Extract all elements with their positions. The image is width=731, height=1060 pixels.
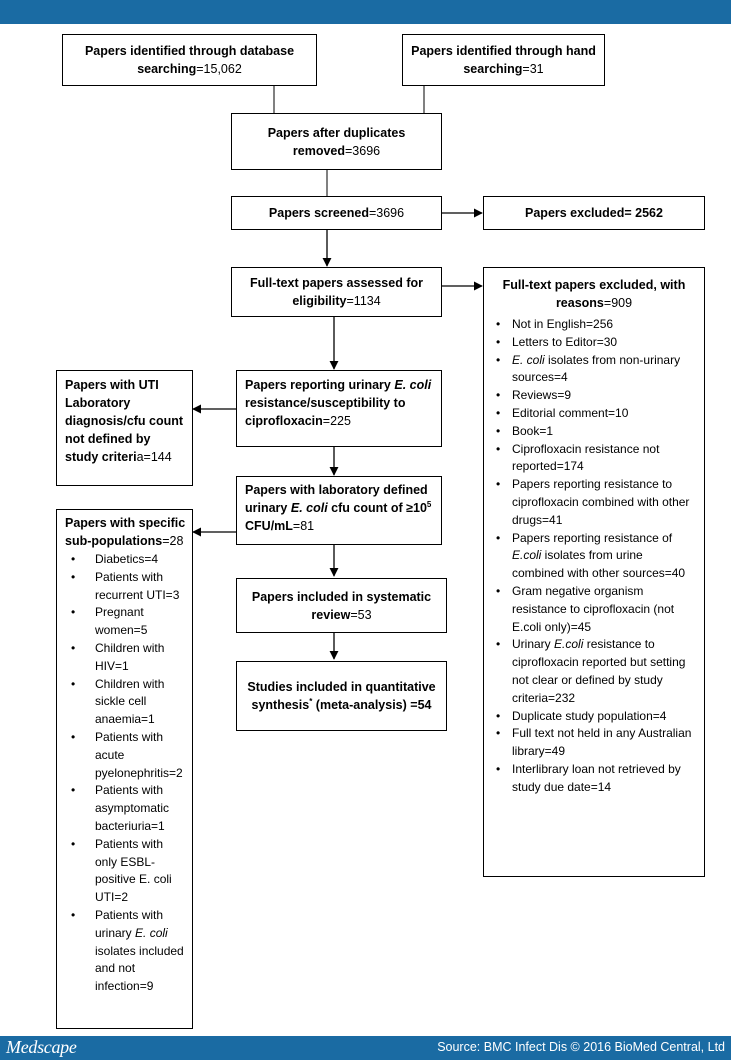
box-hand-search: Papers identified through hand searching… (402, 34, 605, 86)
quantitative-synthesis-footnote-mark: * (309, 696, 313, 706)
excluded-count: = 2562 (624, 206, 663, 220)
box-systematic-review: Papers included in systematic review=53 (236, 578, 447, 633)
box-lab-defined-cfu: Papers with laboratory defined urinary E… (236, 476, 442, 545)
box-fulltext-excluded: Full-text papers excluded, with reasons=… (483, 267, 705, 877)
uti-lab-label: Papers with UTI Laboratory diagnosis/cfu… (65, 378, 184, 464)
box-uti-lab-not-defined: Papers with UTI Laboratory diagnosis/cfu… (56, 370, 193, 486)
box-sub-populations: Papers with specific sub-populations=28 … (56, 509, 193, 1029)
fulltext-excluded-label: Full-text papers excluded, with reasons (502, 278, 686, 310)
top-banner (0, 0, 731, 24)
sub-populations-label: Papers with specific sub-populations (65, 516, 186, 548)
box-screened: Papers screened=3696 (231, 196, 442, 230)
excluded-label: Papers excluded (525, 206, 625, 220)
database-search-label: Papers identified through database searc… (84, 44, 295, 76)
list-item: Patients with only ESBL-positive E. coli… (65, 836, 186, 907)
list-item: Patients with urinary E. coli isolates i… (65, 907, 186, 996)
list-item: Full text not held in any Australian lib… (490, 725, 698, 761)
list-item: E. coli isolates from non-urinary source… (490, 352, 698, 388)
duplicates-removed-label: Papers after duplicates removed (267, 125, 406, 158)
labdef-label: Papers with laboratory defined urinary (245, 483, 428, 515)
list-item: Letters to Editor=30 (490, 334, 698, 352)
fulltext-excluded-reasons: Not in English=256 Letters to Editor=30 … (490, 316, 698, 797)
list-item: Gram negative organism resistance to cip… (490, 583, 698, 636)
list-item: Pregnant women=5 (65, 604, 186, 640)
list-item: Patients with asymptomatic bacteriuria=1 (65, 782, 186, 835)
list-item: Duplicate study population=4 (490, 708, 698, 726)
list-item: Papers reporting resistance of E.coli is… (490, 530, 698, 583)
list-item: Urinary E.coli resistance to ciprofloxac… (490, 636, 698, 707)
sub-populations-title: Papers with specific sub-populations=28 (65, 514, 186, 550)
list-item: Children with HIV=1 (65, 640, 186, 676)
reporting-count: =225 (322, 414, 351, 428)
list-item: Interlibrary loan not retrieved by study… (490, 761, 698, 797)
list-item: Not in English=256 (490, 316, 698, 334)
systematic-review-label: Papers included in systematic review (251, 589, 432, 622)
labdef-exponent: 5 (426, 499, 432, 509)
duplicates-removed-count: =3696 (345, 143, 381, 158)
fulltext-assessed-count: =1134 (346, 294, 381, 308)
reporting-label: Papers reporting urinary (245, 378, 395, 392)
box-fulltext-assessed: Full-text papers assessed for eligibilit… (231, 267, 442, 317)
systematic-review-count: =53 (350, 607, 372, 622)
fulltext-excluded-count: =909 (603, 296, 633, 310)
fulltext-assessed-label: Full-text papers assessed for eligibilit… (250, 276, 423, 308)
box-duplicates-removed: Papers after duplicates removed=3696 (231, 113, 442, 170)
footer-bar: Medscape Source: BMC Infect Dis © 2016 B… (0, 1036, 731, 1060)
list-item: Ciprofloxacin resistance not reported=17… (490, 441, 698, 477)
database-search-count: =15,062 (196, 62, 242, 76)
hand-search-label: Papers identified through hand searching (411, 44, 596, 76)
medscape-logo[interactable]: Medscape (6, 1037, 77, 1057)
list-item: Book=1 (490, 423, 698, 441)
list-item: Children with sickle cell anaemia=1 (65, 676, 186, 729)
quantitative-synthesis-rest: (meta-analysis) =54 (312, 698, 432, 712)
screened-label: Papers screened (268, 206, 369, 220)
hand-search-count: =31 (522, 62, 544, 76)
box-excluded: Papers excluded= 2562 (483, 196, 705, 230)
labdef-organism: E. coli (290, 501, 328, 515)
uti-lab-count: a=144 (136, 450, 172, 464)
labdef-unit: CFU/mL (245, 519, 293, 533)
reporting-organism: E. coli (394, 378, 432, 392)
list-item: Patients with acute pyelonephritis=2 (65, 729, 186, 782)
source-credit: Source: BMC Infect Dis © 2016 BioMed Cen… (437, 1040, 725, 1054)
fulltext-excluded-title: Full-text papers excluded, with reasons=… (490, 276, 698, 312)
sub-populations-list: Diabetics=4 Patients with recurrent UTI=… (65, 551, 186, 996)
box-reporting-resistance: Papers reporting urinary E. coli resista… (236, 370, 442, 447)
list-item: Papers reporting resistance to ciproflox… (490, 476, 698, 529)
list-item: Reviews=9 (490, 387, 698, 405)
list-item: Patients with recurrent UTI=3 (65, 569, 186, 605)
reporting-label-rest: resistance/susceptibility to ciprofloxac… (245, 396, 406, 428)
box-quantitative-synthesis: Studies included in quantitative synthes… (236, 661, 447, 731)
list-item: Diabetics=4 (65, 551, 186, 569)
sub-populations-count: =28 (162, 534, 184, 548)
box-database-search: Papers identified through database searc… (62, 34, 317, 86)
quantitative-synthesis-label: Studies included in quantitative synthes… (247, 680, 436, 712)
labdef-threshold: cfu count of ≥10 (327, 501, 427, 515)
labdef-count: =81 (292, 519, 315, 533)
list-item: Editorial comment=10 (490, 405, 698, 423)
screened-count: =3696 (368, 206, 405, 220)
